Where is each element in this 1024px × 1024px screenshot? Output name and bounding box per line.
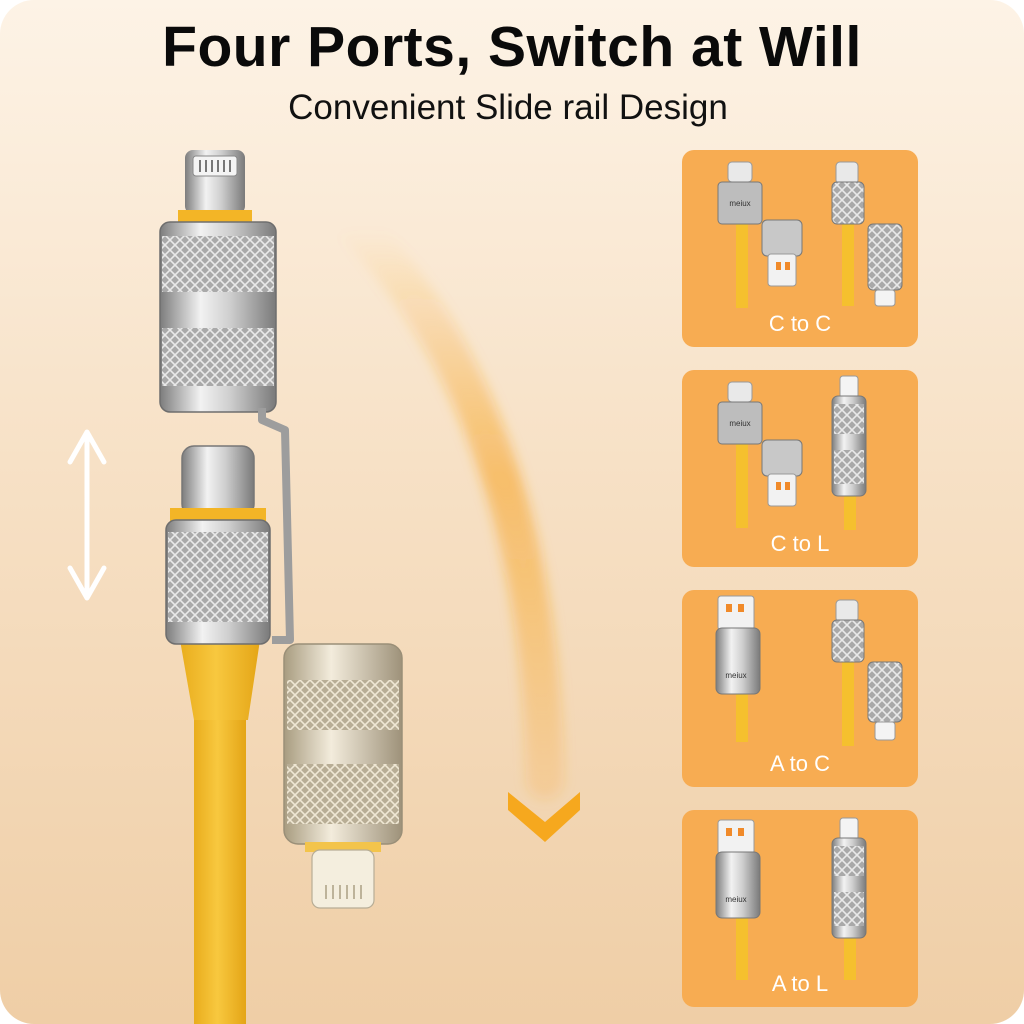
cable-pair-image: meiux [717, 375, 867, 530]
mode-panel-a-to-l: meiux A to L [682, 810, 918, 1007]
brand-logo: meiux [729, 199, 750, 208]
panel-label: A to L [771, 971, 829, 996]
lightning-connector-top [178, 150, 252, 224]
type-c-connector [170, 445, 266, 526]
mode-panel-c-to-c: meiux C to C [682, 150, 918, 347]
panel-label: A to C [770, 751, 830, 776]
panel-label: C to L [770, 531, 830, 556]
double-vertical-arrow-icon [67, 429, 107, 601]
mode-panel-a-to-c: meiux A to C [682, 590, 918, 787]
middle-sleeve [165, 519, 271, 645]
cable-pair-image: meiux [717, 161, 903, 308]
cable-pair-image: meiux [715, 595, 903, 746]
brand-logo: meiux [725, 671, 746, 680]
panel-label: C to C [768, 311, 832, 336]
top-sleeve [159, 221, 277, 413]
cable-illustration [67, 150, 580, 1024]
lightning-adapter [283, 643, 403, 909]
chevron-down-icon [508, 792, 580, 842]
page-title: Four Ports, Switch at Will [162, 15, 862, 79]
brand-logo: meiux [729, 419, 750, 428]
slide-rail [258, 408, 294, 644]
curved-arrow-icon [341, 211, 580, 842]
page-subtitle: Convenient Slide rail Design [288, 88, 728, 127]
mode-panel-c-to-l: meiux C to L [682, 370, 918, 567]
cable-pair-image: meiux [715, 817, 867, 980]
brand-logo: meiux [725, 895, 746, 904]
